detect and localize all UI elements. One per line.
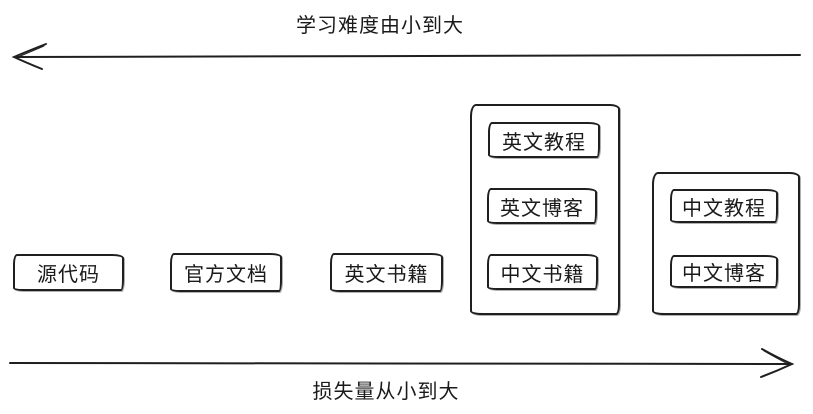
box-chinese-blogs: 中文博客: [670, 255, 778, 288]
box-source-code: 源代码: [13, 254, 124, 291]
left-arrow: [11, 43, 801, 70]
top-axis-label: 学习难度由小到大: [296, 15, 464, 37]
box-chinese-tutorials-label: 中文教程: [682, 197, 766, 220]
box-chinese-books-label: 中文书籍: [500, 263, 585, 286]
box-english-blogs-label: 英文博客: [500, 197, 584, 220]
box-chinese-tutorials: 中文教程: [670, 189, 778, 223]
box-english-blogs: 英文博客: [487, 188, 597, 224]
box-chinese-books: 中文书籍: [487, 254, 598, 290]
box-english-tutorials: 英文教程: [488, 122, 600, 158]
group-box-mixed: 英文教程 英文博客 中文书籍: [470, 104, 620, 315]
group-box-chinese: 中文教程 中文博客: [652, 172, 800, 315]
box-official-docs-label: 官方文档: [184, 264, 268, 286]
right-arrow: [9, 348, 795, 378]
box-english-books: 英文书籍: [330, 253, 443, 292]
box-english-tutorials-label: 英文教程: [502, 131, 586, 154]
box-source-code-label: 源代码: [37, 264, 100, 286]
box-official-docs: 官方文档: [170, 253, 282, 292]
box-chinese-blogs-label: 中文博客: [682, 263, 766, 285]
bottom-axis-label: 损失量从小到大: [312, 381, 460, 403]
box-english-books-label: 英文书籍: [344, 264, 429, 286]
